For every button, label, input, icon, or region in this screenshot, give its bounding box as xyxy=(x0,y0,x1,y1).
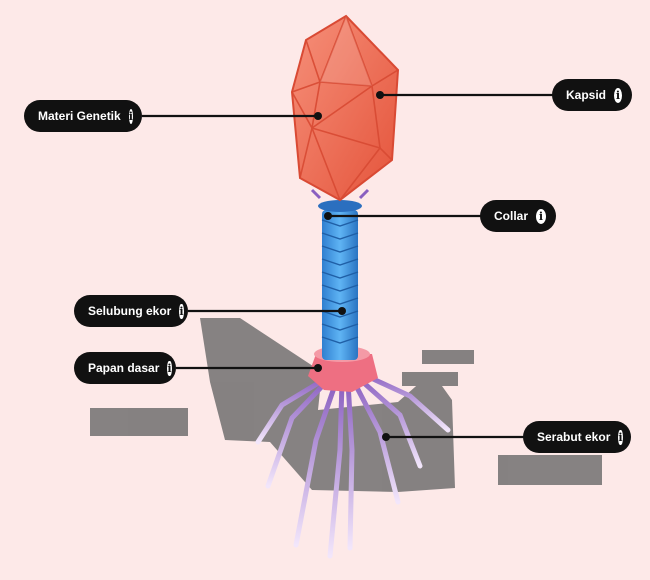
tail-sheath xyxy=(322,210,358,360)
label-text: Papan dasar xyxy=(88,361,160,375)
label-materi-genetik[interactable]: Materi Genetik i xyxy=(24,100,142,132)
info-icon[interactable]: i xyxy=(128,108,133,124)
info-icon[interactable]: i xyxy=(618,429,623,445)
label-papan-dasar[interactable]: Papan dasar i xyxy=(74,352,176,384)
tail-fibers xyxy=(255,369,451,559)
leader-lines xyxy=(142,93,555,439)
baseplate xyxy=(308,354,378,392)
label-serabut-ekor[interactable]: Serabut ekor i xyxy=(523,421,631,453)
label-text: Selubung ekor xyxy=(88,304,172,318)
info-icon[interactable]: i xyxy=(536,208,546,224)
capsid xyxy=(290,14,400,202)
label-collar[interactable]: Collar i xyxy=(480,200,556,232)
leader-dots xyxy=(314,91,390,441)
label-text: Collar xyxy=(494,209,529,223)
info-icon[interactable]: i xyxy=(614,87,622,103)
collar-disc xyxy=(318,200,362,212)
phage-shadow xyxy=(90,318,602,492)
tail-sheath-rings xyxy=(321,219,359,344)
collar-whiskers xyxy=(310,188,370,200)
info-icon[interactable]: i xyxy=(179,303,184,319)
info-icon[interactable]: i xyxy=(167,360,172,376)
label-selubung-ekor[interactable]: Selubung ekor i xyxy=(74,295,188,327)
label-text: Materi Genetik xyxy=(38,109,121,123)
label-text: Kapsid xyxy=(566,88,607,102)
label-text: Serabut ekor xyxy=(537,430,611,444)
label-kapsid[interactable]: Kapsid i xyxy=(552,79,632,111)
